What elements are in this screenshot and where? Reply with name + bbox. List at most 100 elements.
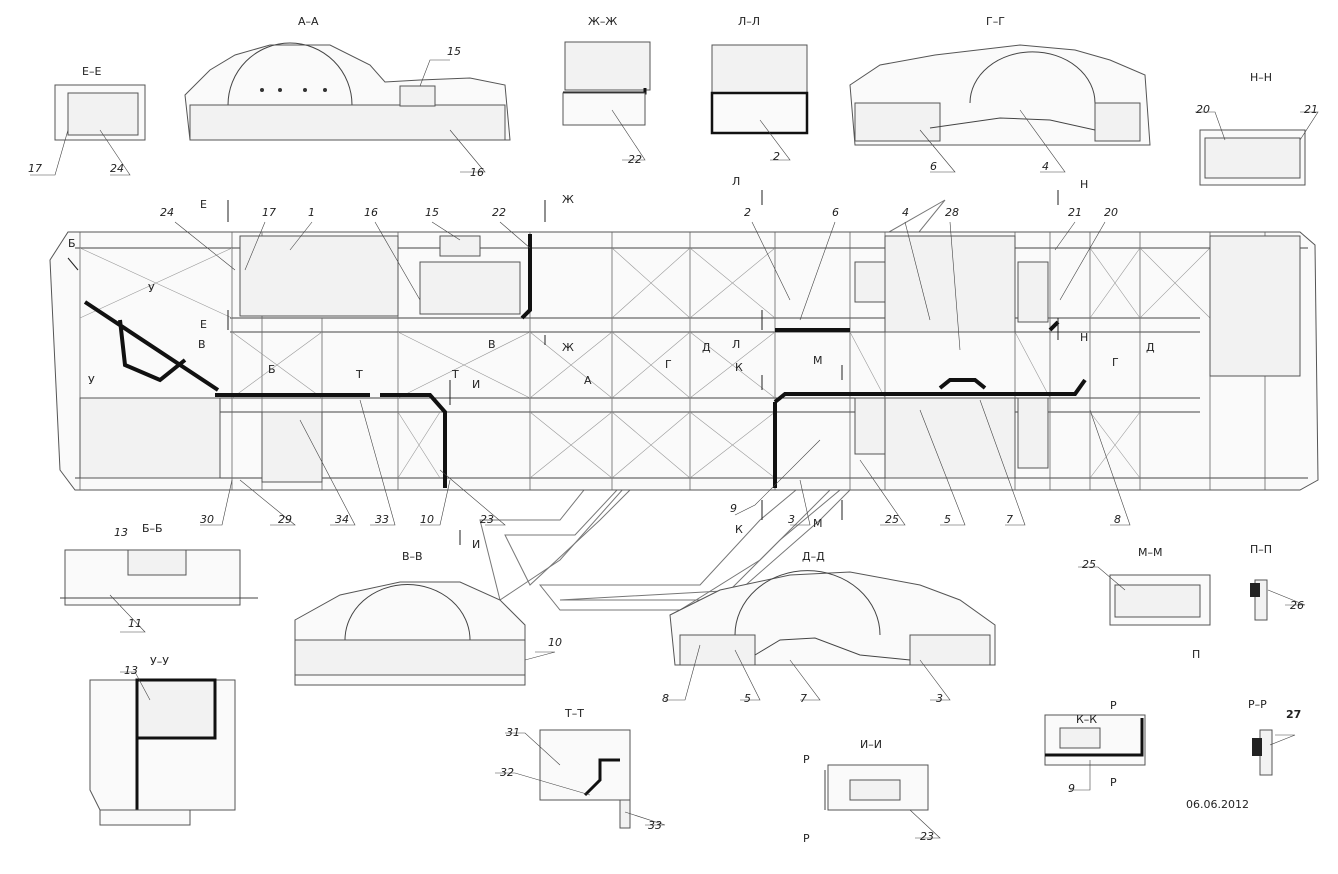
- cut-markers: [67, 190, 1059, 545]
- label-13-uu: 13: [124, 664, 138, 677]
- cut-i-top: И: [472, 378, 480, 391]
- cut-u-bottom: У: [88, 374, 95, 387]
- title-u-u: У–У: [150, 655, 169, 668]
- title-g-g: Г–Г: [986, 15, 1005, 28]
- cut-k-top: К: [735, 361, 743, 374]
- section-t-t: [539, 729, 631, 829]
- label-5: 5: [944, 513, 951, 526]
- label-33: 33: [375, 513, 389, 526]
- title-d-d: Д–Д: [802, 550, 825, 563]
- label-21: 21: [1068, 206, 1082, 219]
- cut-l-bottom: Л: [732, 338, 740, 351]
- drawing-date: 06.06.2012: [1186, 798, 1249, 811]
- cut-m-bottom: М: [813, 517, 823, 530]
- label-4-g: 4: [1042, 160, 1049, 173]
- title-b-b: Б–Б: [142, 522, 163, 535]
- section-b-b: [60, 549, 258, 606]
- label-26-pp: 26: [1290, 599, 1304, 612]
- label-3: 3: [788, 513, 795, 526]
- cut-m-top: М: [813, 354, 823, 367]
- cut-r-kk-bottom: Р: [1110, 776, 1117, 789]
- cut-t-left: Т: [355, 368, 363, 381]
- cut-b-bottom: Б: [268, 363, 276, 376]
- section-g-g: [849, 44, 1151, 146]
- cut-r-ii-top: Р: [803, 753, 810, 766]
- title-v-v: В–В: [402, 550, 423, 563]
- label-20: 20: [1104, 206, 1118, 219]
- label-2: 2: [744, 206, 751, 219]
- position-numbers: 15 16 22 2 6 4 17 24 20 21 24 17 1 16 15…: [28, 45, 1318, 843]
- title-zh-zh: Ж–Ж: [588, 15, 617, 28]
- cut-r-kk-top: Р: [1110, 699, 1117, 712]
- section-l-l: [710, 44, 809, 135]
- cut-l-top: Л: [732, 175, 740, 188]
- label-16-aa: 16: [470, 166, 484, 179]
- section-n-n: [1199, 129, 1306, 186]
- label-3-dd: 3: [936, 692, 943, 705]
- title-e-e: Е–Е: [82, 65, 101, 78]
- section-titles: А–А Ж–Ж Л–Л Г–Г Е–Е Н–Н Б–Б В–В Д–Д М–М …: [82, 15, 1272, 751]
- title-a-a: А–А: [298, 15, 319, 28]
- cut-t-right: Т: [451, 368, 459, 381]
- section-zh-zh: [562, 41, 651, 126]
- section-u-u: [89, 678, 236, 826]
- label-20-n: 20: [1196, 103, 1210, 116]
- cut-n-top: Н: [1080, 178, 1088, 191]
- label-34: 34: [335, 513, 349, 526]
- cut-v-right: В: [488, 338, 496, 351]
- label-9-kk: 9: [1068, 782, 1075, 795]
- label-28: 28: [945, 206, 959, 219]
- cut-v-left: В: [198, 338, 206, 351]
- cut-d-right: Д: [1146, 341, 1155, 354]
- label-22-zh: 22: [628, 153, 642, 166]
- label-21-n: 21: [1304, 103, 1318, 116]
- section-k-k: [1044, 714, 1146, 766]
- label-11-bb: 11: [128, 617, 142, 630]
- label-16: 16: [364, 206, 378, 219]
- cut-k-bottom: К: [735, 523, 743, 536]
- label-9: 9: [730, 502, 737, 515]
- title-r-r: Р–Р: [1248, 698, 1267, 711]
- section-d-d: [669, 570, 996, 666]
- label-30: 30: [200, 513, 214, 526]
- label-24: 24: [160, 206, 174, 219]
- label-23-ii: 23: [920, 830, 934, 843]
- label-8-dd: 8: [662, 692, 669, 705]
- section-r-r: [1252, 729, 1273, 776]
- label-6: 6: [832, 206, 839, 219]
- label-10-vv: 10: [548, 636, 562, 649]
- leader-lines: [30, 59, 1319, 839]
- label-29: 29: [278, 513, 292, 526]
- label-23: 23: [480, 513, 494, 526]
- label-5-dd: 5: [744, 692, 751, 705]
- cut-p: П: [1192, 648, 1200, 661]
- title-n-n: Н–Н: [1250, 71, 1272, 84]
- label-15-aa: 15: [447, 45, 461, 58]
- label-4: 4: [902, 206, 909, 219]
- cut-e-bottom: Е: [200, 318, 207, 331]
- section-m-m: [1109, 574, 1211, 626]
- title-m-m: М–М: [1138, 546, 1162, 559]
- label-13-bb: 13: [114, 526, 128, 539]
- cut-e-top: Е: [200, 198, 207, 211]
- label-33-tt: 33: [648, 819, 662, 832]
- cut-zh-top: Ж: [562, 193, 574, 206]
- title-i-i: И–И: [860, 738, 882, 751]
- label-24-e: 24: [110, 162, 124, 175]
- section-a-a: [184, 42, 511, 141]
- cut-g-left: Г: [665, 358, 672, 371]
- label-22: 22: [492, 206, 506, 219]
- label-8: 8: [1114, 513, 1121, 526]
- label-25-mm: 25: [1082, 558, 1096, 571]
- section-p-p: [1250, 579, 1268, 621]
- label-15: 15: [425, 206, 439, 219]
- title-p-p: П–П: [1250, 543, 1272, 556]
- title-l-l: Л–Л: [738, 15, 760, 28]
- label-7: 7: [1006, 513, 1013, 526]
- section-i-i: [824, 764, 929, 811]
- cut-zh-bottom: Ж: [562, 341, 574, 354]
- cut-n-bottom: Н: [1080, 331, 1088, 344]
- label-25: 25: [885, 513, 899, 526]
- cut-i-bottom: И: [472, 538, 480, 551]
- cut-g-right: Г: [1112, 356, 1119, 369]
